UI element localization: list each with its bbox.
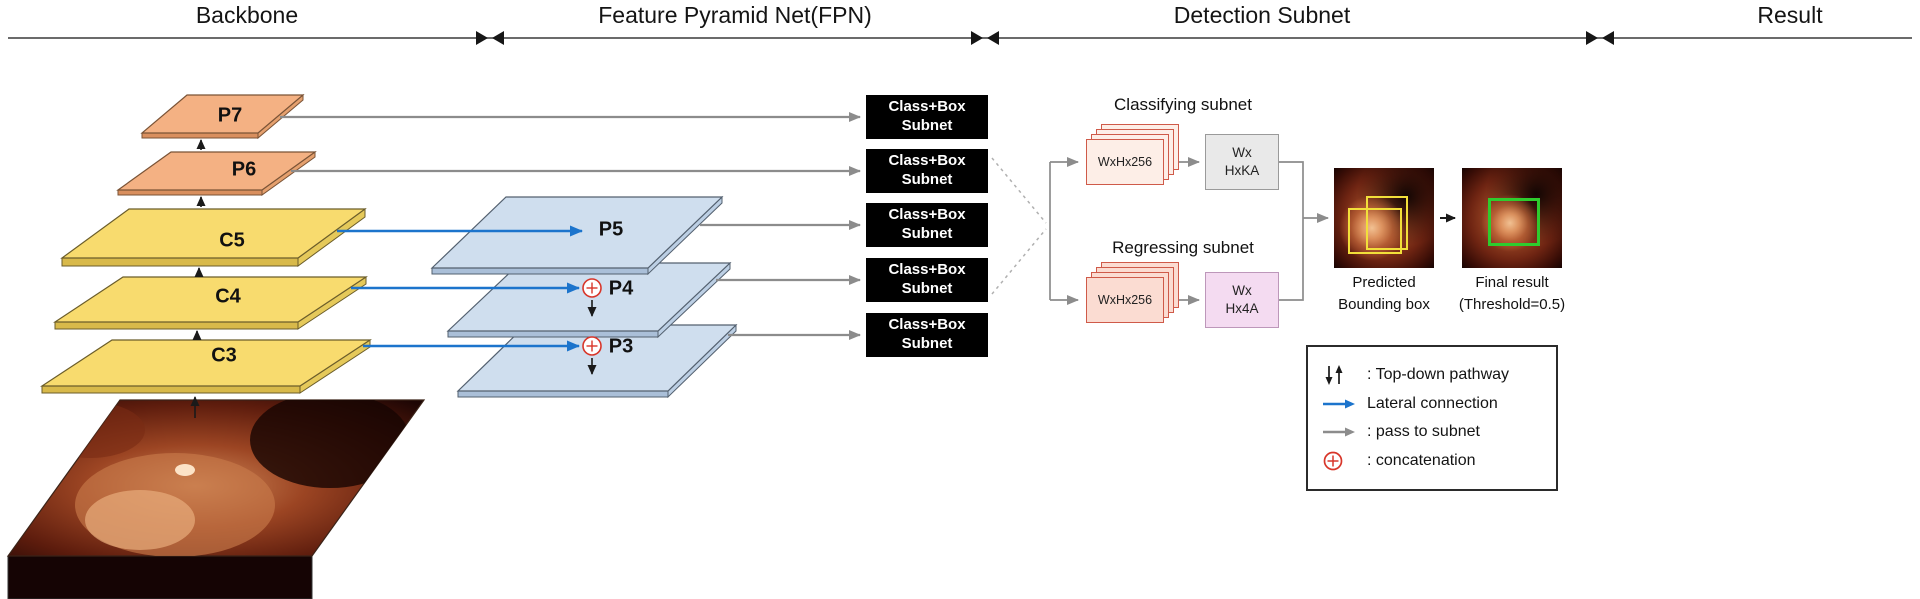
backbone-layer-p6 bbox=[116, 151, 317, 196]
backbone-layer-c5 bbox=[60, 208, 367, 267]
subnet-branch bbox=[1049, 157, 1079, 305]
regressing-feature-label: WxHx256 bbox=[1097, 293, 1153, 307]
fpn-p4-label: P4 bbox=[608, 277, 634, 300]
predicted-bbox-1 bbox=[1348, 208, 1402, 254]
predicted-bbox-2 bbox=[1366, 196, 1408, 250]
classifying-feature-stack: WxHx256 bbox=[1086, 124, 1180, 186]
stack-layer-front: WxHx256 bbox=[1086, 277, 1164, 323]
subnet-callout-dotted bbox=[991, 157, 1047, 295]
classbox-subnet-3-line1: Class+Box bbox=[888, 206, 966, 224]
classbox-subnet-1-line2: Subnet bbox=[901, 117, 953, 134]
final-result-image bbox=[1462, 168, 1562, 268]
fpn-p5-label: P5 bbox=[598, 218, 624, 241]
predicted-caption: Predicted Bounding box bbox=[1338, 272, 1430, 316]
classifying-output-line2: HxKA bbox=[1224, 163, 1260, 178]
classbox-subnet-4-line2: Subnet bbox=[901, 280, 953, 297]
backbone-c3-label: C3 bbox=[211, 344, 237, 367]
legend-label-pass: : pass to subnet bbox=[1367, 422, 1480, 440]
classbox-subnet-1: Class+Box Subnet bbox=[866, 95, 988, 139]
classifying-output-box: Wx HxKA bbox=[1205, 134, 1279, 190]
classbox-subnet-5-line1: Class+Box bbox=[888, 316, 966, 334]
classbox-subnet-5-line2: Subnet bbox=[901, 335, 953, 352]
pass-to-subnet-icon bbox=[1322, 426, 1358, 438]
merge-connector bbox=[1279, 161, 1329, 301]
section-divider-arrows-3 bbox=[1586, 31, 1614, 45]
backbone-up-arrows bbox=[190, 139, 206, 418]
predicted-caption-line1: Predicted bbox=[1352, 274, 1416, 291]
stack-layer-front: WxHx256 bbox=[1086, 139, 1164, 185]
section-title-backbone: Backbone bbox=[195, 2, 299, 28]
legend-box: : Top-down pathway Lateral connection : … bbox=[1306, 345, 1558, 491]
classbox-subnet-3-line2: Subnet bbox=[901, 225, 953, 242]
section-title-fpn: Feature Pyramid Net(FPN) bbox=[598, 2, 872, 28]
legend-row-concat: : concatenation bbox=[1322, 450, 1548, 472]
concat-icon-p3 bbox=[582, 336, 602, 356]
predicted-result-image bbox=[1334, 168, 1434, 268]
regressing-subnet-title: Regressing subnet bbox=[1112, 238, 1254, 257]
concat-icon-p4 bbox=[582, 278, 602, 298]
regressing-output-line1: Wx bbox=[1232, 283, 1252, 299]
legend-label-top-down: : Top-down pathway bbox=[1367, 366, 1510, 384]
classbox-subnet-4: Class+Box Subnet bbox=[866, 258, 988, 302]
classbox-subnet-5: Class+Box Subnet bbox=[866, 313, 988, 357]
legend-label-concat: : concatenation bbox=[1367, 451, 1476, 469]
section-title-result: Result bbox=[1757, 2, 1823, 28]
top-down-pathway-icon bbox=[1322, 364, 1358, 386]
pass-to-subnet-arrows bbox=[280, 112, 861, 340]
final-caption-line2: (Threshold=0.5) bbox=[1458, 295, 1566, 313]
backbone-layer-c3 bbox=[39, 339, 373, 394]
backbone-p7-label: P7 bbox=[217, 104, 243, 127]
legend-label-lateral: Lateral connection bbox=[1367, 395, 1498, 413]
classifying-subnet-title: Classifying subnet bbox=[1114, 95, 1252, 114]
classifying-output-line1: Wx bbox=[1232, 145, 1252, 161]
section-divider-arrows-2 bbox=[971, 31, 999, 45]
classbox-subnet-2-line2: Subnet bbox=[901, 171, 953, 188]
legend-row-pass: : pass to subnet bbox=[1322, 423, 1548, 441]
backbone-p6-label: P6 bbox=[231, 158, 257, 181]
predicted-caption-line2: Bounding box bbox=[1338, 295, 1430, 313]
final-caption-line1: Final result bbox=[1475, 274, 1549, 291]
final-bbox bbox=[1488, 198, 1540, 246]
lateral-connection-icon bbox=[1322, 398, 1358, 410]
lateral-connections bbox=[337, 225, 583, 352]
backbone-layer-c4 bbox=[53, 276, 368, 330]
section-divider-arrows-1 bbox=[476, 31, 504, 45]
classbox-subnet-1-line1: Class+Box bbox=[888, 98, 966, 116]
backbone-c5-label: C5 bbox=[219, 229, 245, 252]
concatenation-icon bbox=[1322, 450, 1358, 472]
input-image bbox=[6, 399, 426, 599]
classbox-subnet-4-line1: Class+Box bbox=[888, 261, 966, 279]
fpn-p3-label: P3 bbox=[608, 335, 634, 358]
final-caption: Final result (Threshold=0.5) bbox=[1459, 272, 1565, 316]
classbox-subnet-2: Class+Box Subnet bbox=[866, 149, 988, 193]
regressing-feature-stack: WxHx256 bbox=[1086, 262, 1180, 324]
classbox-subnet-2-line1: Class+Box bbox=[888, 152, 966, 170]
regressing-output-box: Wx Hx4A bbox=[1205, 272, 1279, 328]
legend-row-top-down: : Top-down pathway bbox=[1322, 364, 1548, 386]
classbox-subnet-3: Class+Box Subnet bbox=[866, 203, 988, 247]
classifying-feature-label: WxHx256 bbox=[1097, 155, 1153, 169]
section-title-detection: Detection Subnet bbox=[1173, 2, 1351, 28]
regressing-output-line2: Hx4A bbox=[1225, 301, 1259, 316]
backbone-c4-label: C4 bbox=[215, 285, 241, 308]
legend-row-lateral: Lateral connection bbox=[1322, 395, 1548, 413]
